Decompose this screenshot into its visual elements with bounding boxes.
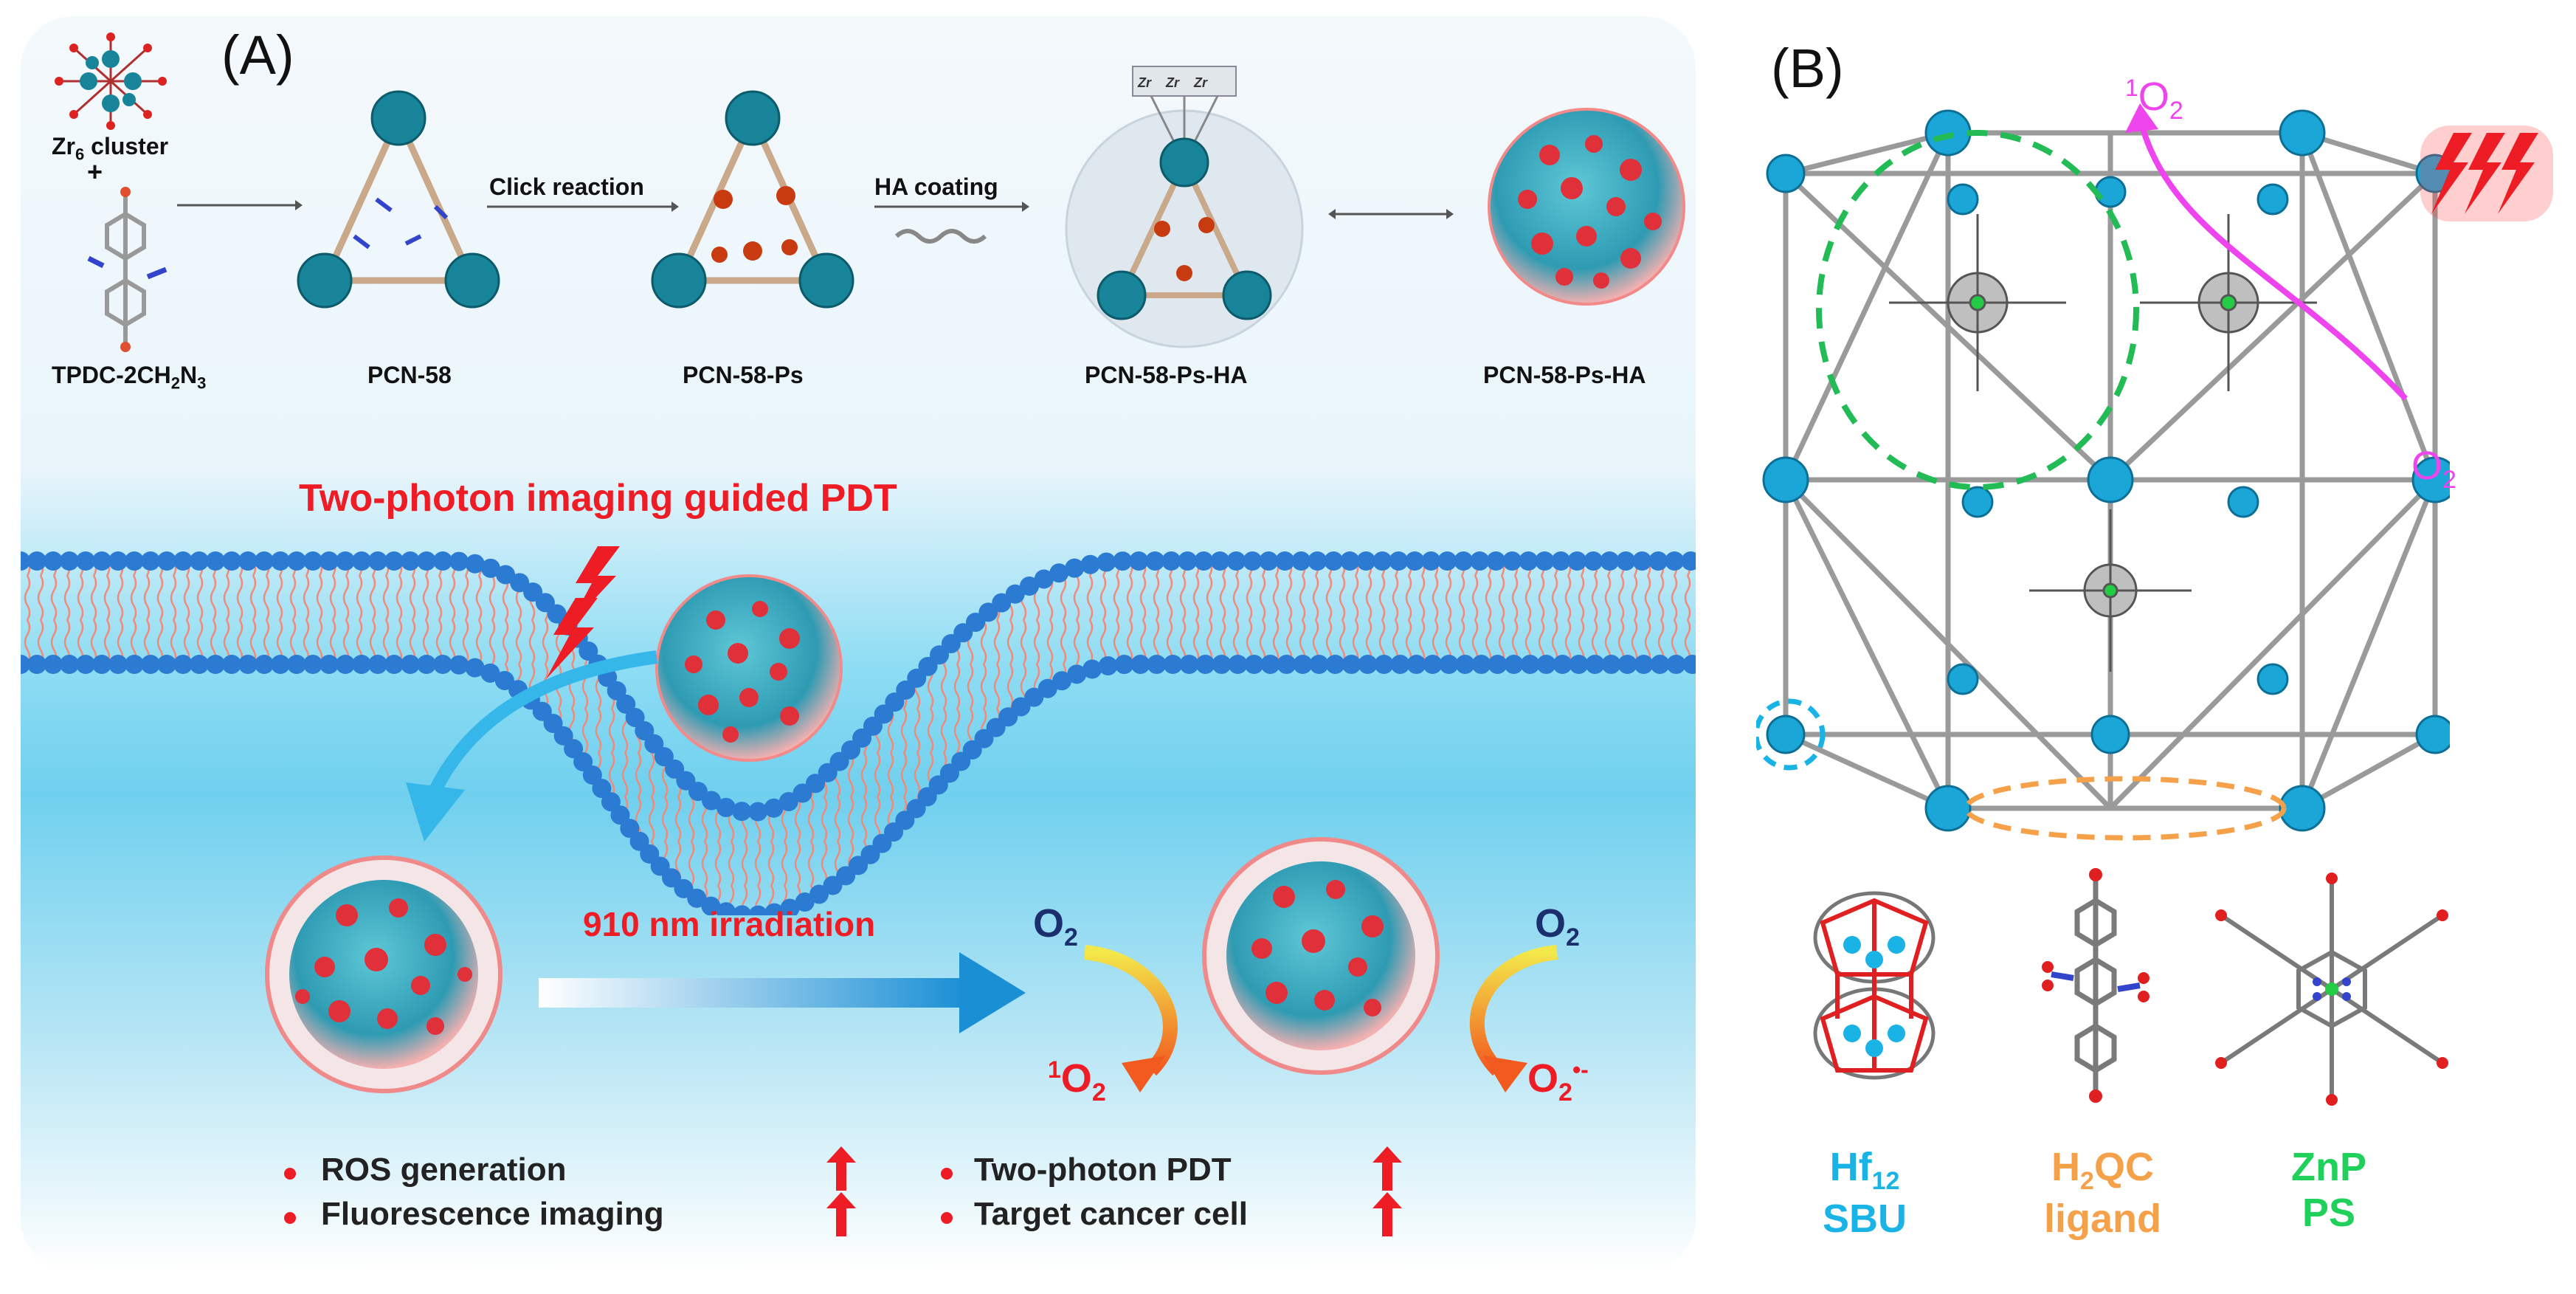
curved-entry-arrow — [406, 650, 658, 842]
o2-to-singlet-arrow — [1083, 945, 1178, 1092]
panel-a-letter: (A) — [221, 24, 294, 86]
o2-b-label: O2 — [2411, 444, 2456, 494]
arrow-to-pcn58 — [177, 200, 303, 210]
up-arrow-icon — [1372, 1192, 1402, 1236]
znp-ps-structure-icon — [2215, 873, 2448, 1106]
h2qc-ligand-label: H2QC ligand — [2044, 1145, 2161, 1241]
tpdc-ligand-structure-icon — [87, 187, 168, 352]
nanoparticle-entering-icon — [655, 574, 843, 762]
up-arrow-icon — [1372, 1146, 1402, 1191]
legend-fluorescence-imaging: Fluorescence imaging — [321, 1196, 664, 1232]
o2-to-superoxide-arrow — [1469, 945, 1558, 1092]
pcn58psha-label-2: PCN-58-Ps-HA — [1483, 362, 1646, 388]
nanoparticle-activated-icon — [1202, 837, 1440, 1075]
zr-labels: Zr Zr Zr — [1138, 75, 1208, 90]
irradiation-label: 910 nm irradiation — [583, 905, 876, 943]
tpdc-label: TPDC-2CH2N3 — [52, 362, 207, 393]
pcn58-structure-icon — [297, 90, 500, 309]
double-arrow — [1328, 209, 1454, 219]
panel-b-letter: (B) — [1771, 38, 1844, 99]
up-arrow-icon — [826, 1146, 856, 1191]
lightning-icon — [546, 546, 620, 679]
singlet-oxygen-b-label: 1O2 — [2125, 75, 2183, 125]
pcn58psha-coated-structure-icon — [1065, 66, 1304, 348]
singlet-oxygen-left-label: 1O2 — [1048, 1056, 1106, 1107]
hf12-sbu-structure-icon — [1813, 891, 1936, 1080]
two-photon-title: Two-photon imaging guided PDT — [299, 477, 897, 520]
hf12-mof-framework-illustration — [1756, 103, 2450, 841]
legend-bullet-4 — [941, 1212, 953, 1224]
legend-ros-generation: ROS generation — [321, 1152, 567, 1188]
ha-coating-label: HA coating — [874, 173, 998, 200]
arrow-click-reaction — [487, 202, 679, 212]
pcn58ps-label: PCN-58-Ps — [683, 362, 804, 388]
up-arrow-icon — [826, 1192, 856, 1236]
irradiation-arrow — [539, 952, 1026, 1033]
h2qc-ligand-structure-icon — [2042, 868, 2149, 1103]
legend-bullet-1 — [284, 1168, 296, 1180]
legend-two-photon-pdt: Two-photon PDT — [974, 1152, 1232, 1188]
click-reaction-label: Click reaction — [489, 173, 644, 200]
cell-membrane-illustration — [21, 551, 1696, 915]
zr6-cluster-label: Zr6 cluster — [52, 133, 169, 164]
pcn58psha-label-1: PCN-58-Ps-HA — [1085, 362, 1248, 388]
legend-target-cancer-cell: Target cancer cell — [974, 1196, 1248, 1232]
nanoparticle-internalized-icon — [265, 856, 503, 1093]
legend-bullet-3 — [941, 1168, 953, 1180]
arrow-ha-coating — [874, 202, 1029, 244]
nanoparticle-icon — [1488, 108, 1685, 306]
o2-right-label: O2 — [1535, 901, 1580, 951]
pcn58-label: PCN-58 — [367, 362, 452, 388]
plus-sign: + — [87, 156, 103, 187]
legend-bullet-2 — [284, 1212, 296, 1224]
o2-left-label: O2 — [1033, 901, 1078, 951]
zr6-cluster-structure-icon — [55, 32, 167, 130]
pcn58ps-structure-icon — [651, 90, 854, 309]
znp-ps-label: ZnP PS — [2291, 1145, 2366, 1235]
hf12-sbu-label: Hf12 SBU — [1823, 1145, 1907, 1241]
light-flash-icon — [2420, 125, 2553, 221]
superoxide-label: O2•- — [1527, 1056, 1589, 1107]
